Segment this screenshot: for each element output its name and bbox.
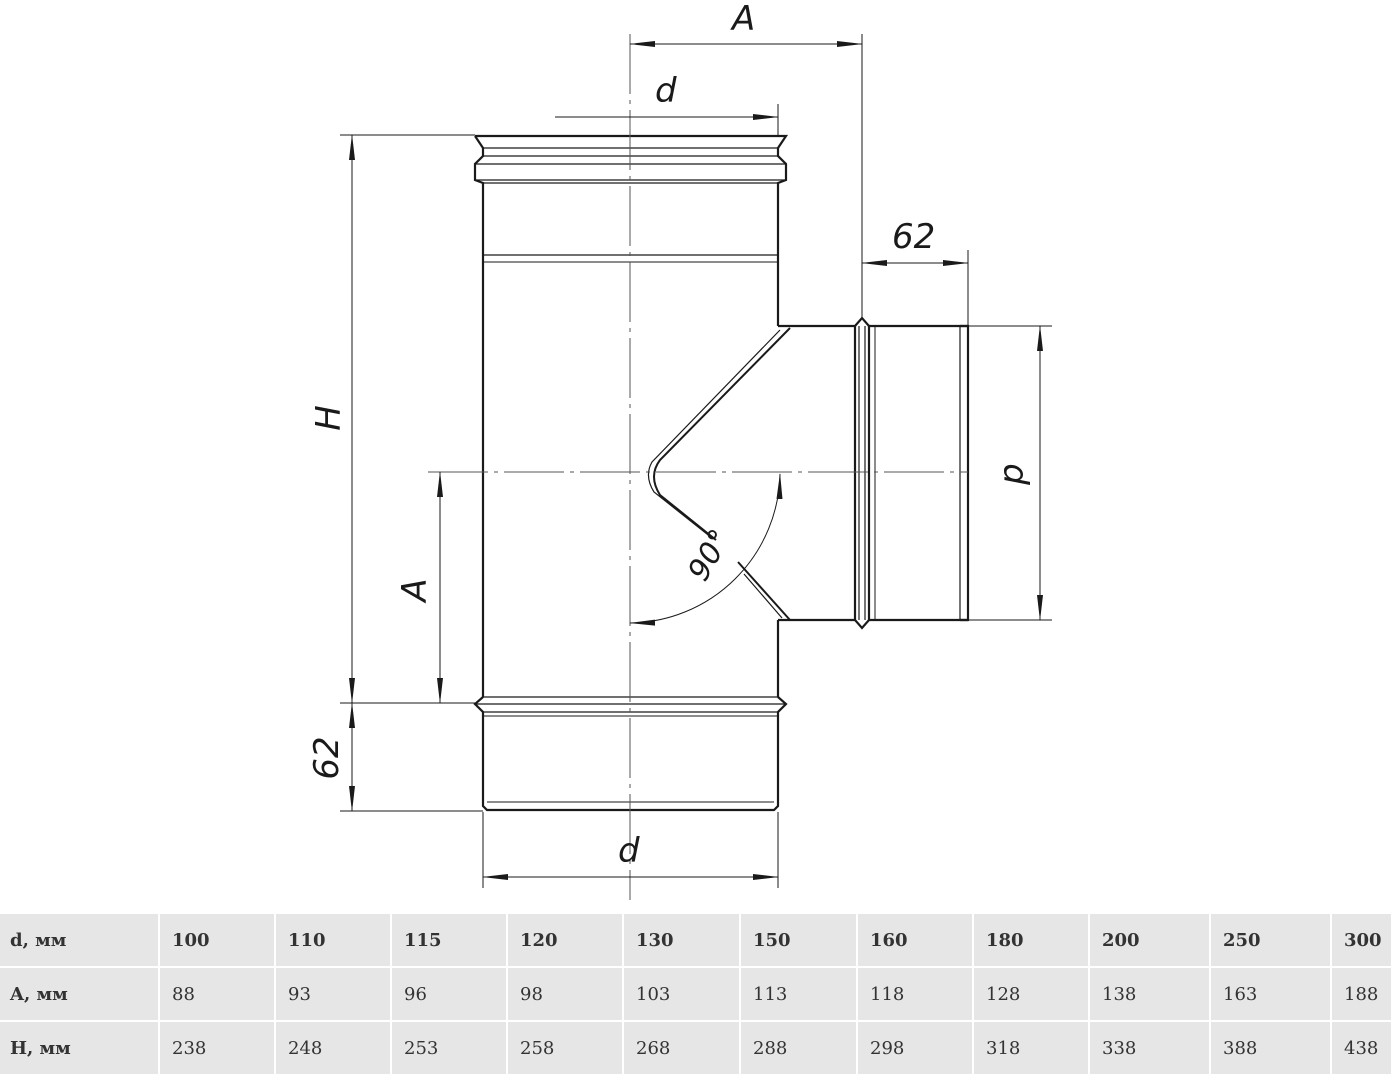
- label-a-left: A: [395, 578, 435, 603]
- table-cell: 163: [1210, 967, 1332, 1022]
- dimension-lines: [340, 34, 1052, 888]
- table-cell: 115: [391, 914, 508, 968]
- table-cell: 200: [1089, 914, 1211, 968]
- label-62-right: 62: [892, 217, 935, 257]
- table-cell: 250: [1210, 914, 1332, 968]
- table-cell: 438: [1331, 1021, 1391, 1076]
- table-cell: 93: [275, 967, 392, 1022]
- table-cell: 160: [857, 914, 974, 968]
- label-d-right: d: [995, 463, 1035, 485]
- table-cell: 268: [623, 1021, 741, 1076]
- table-cell: 88: [159, 967, 276, 1022]
- table-cell: 388: [1210, 1021, 1332, 1076]
- table-cell: 96: [391, 967, 508, 1022]
- label-a-top: A: [730, 0, 755, 39]
- dimension-labels: A d 62 H A d 90° 62 d: [307, 0, 1035, 871]
- table-cell: 150: [740, 914, 858, 968]
- table-cell: 298: [857, 1021, 974, 1076]
- table-cell: 188: [1331, 967, 1391, 1022]
- table-cell: 248: [275, 1021, 392, 1076]
- table-cell: 318: [973, 1021, 1090, 1076]
- table-cell: 288: [740, 1021, 858, 1076]
- table-cell: 118: [857, 967, 974, 1022]
- table-cell: 258: [507, 1021, 624, 1076]
- table-cell: 238: [159, 1021, 276, 1076]
- table-cell: 113: [740, 967, 858, 1022]
- branch-pipe: [647, 316, 970, 630]
- table-cell: 180: [973, 914, 1090, 968]
- row-header: H, мм: [0, 1021, 160, 1076]
- label-angle: 90°: [681, 523, 738, 587]
- table-cell: 98: [507, 967, 624, 1022]
- table-cell: 138: [1089, 967, 1211, 1022]
- table-cell: 110: [275, 914, 392, 968]
- tee-pipe-drawing: A d 62 H A d 90° 62 d: [307, 0, 1052, 900]
- table-cell: 130: [623, 914, 741, 968]
- label-d-top: d: [655, 71, 677, 111]
- table-cell: 128: [973, 967, 1090, 1022]
- label-d-bottom: d: [618, 831, 640, 871]
- table-cell: 100: [159, 914, 276, 968]
- row-header: A, мм: [0, 967, 160, 1022]
- label-h: H: [309, 405, 349, 431]
- label-62-left: 62: [307, 736, 347, 779]
- table-cell: 338: [1089, 1021, 1211, 1076]
- table-cell: 103: [623, 967, 741, 1022]
- table-cell: 120: [507, 914, 624, 968]
- table-cell: 253: [391, 1021, 508, 1076]
- center-lines: [428, 34, 968, 900]
- table-cell: 300: [1331, 914, 1391, 968]
- row-header: d, мм: [0, 914, 160, 968]
